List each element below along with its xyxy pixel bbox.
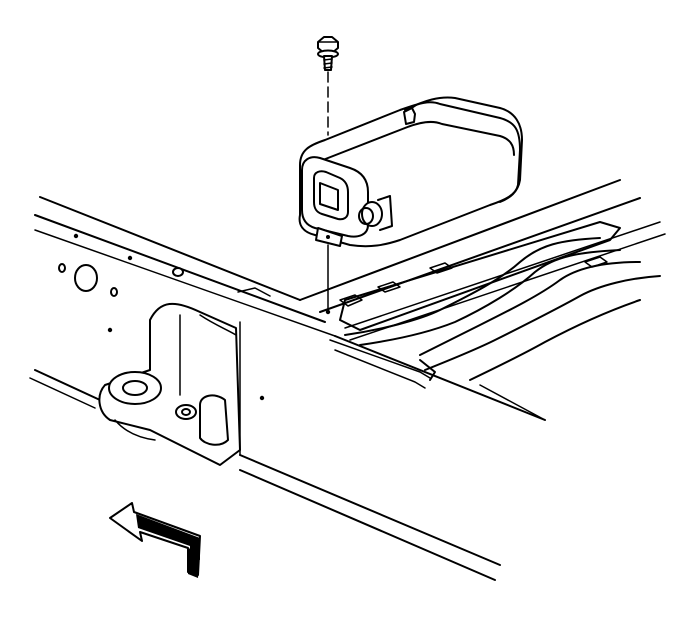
evap-canister-icon <box>298 96 523 248</box>
forward-direction-arrow-icon <box>109 502 201 578</box>
mounting-bracket-icon <box>98 302 241 466</box>
frame-rail-icon <box>29 196 546 581</box>
mounting-bolt-icon <box>317 36 339 315</box>
crossmember-icon <box>299 179 666 421</box>
